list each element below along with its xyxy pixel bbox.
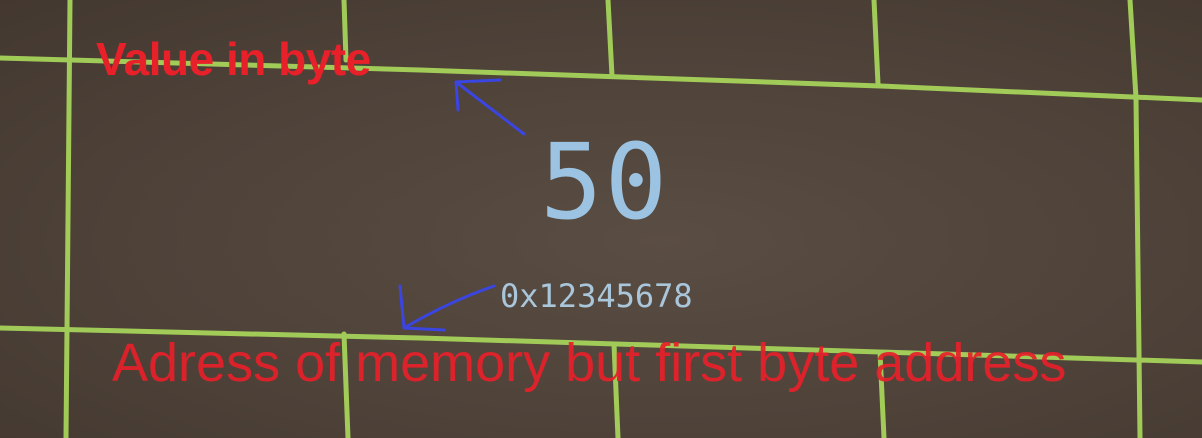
grid-line-v4 — [871, 0, 881, 87]
grid-line-v2 — [341, 0, 349, 63]
annotation-arrows — [398, 78, 526, 332]
cell-value: 50 — [540, 121, 670, 243]
arrow-to-address-label-head — [398, 284, 446, 332]
grid-line-v1 — [63, 0, 73, 438]
grid-line-v6 — [341, 331, 351, 438]
grid-line-v3 — [605, 0, 615, 79]
grid-line-v7 — [611, 341, 621, 438]
cell-address: 0x12345678 — [500, 277, 693, 315]
grid-line-bottom — [0, 325, 1202, 365]
arrow-to-address-label — [402, 284, 496, 330]
grid-line-v5 — [1127, 0, 1143, 438]
grid-line-top — [0, 55, 1202, 103]
grid-line-v8 — [877, 349, 887, 438]
address-annotation-label: Adress of memory but first byte address — [112, 333, 1067, 393]
arrow-to-value-label — [454, 80, 526, 136]
arrow-to-value-label-head — [454, 78, 502, 112]
value-annotation-label: Value in byte — [96, 33, 371, 85]
